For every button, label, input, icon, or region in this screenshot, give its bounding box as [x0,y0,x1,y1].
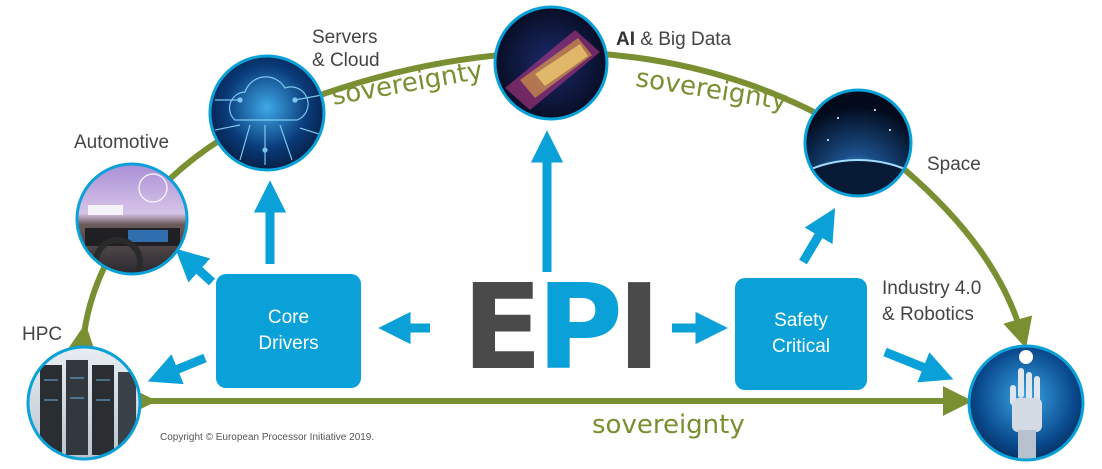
cloud-circuit-icon [208,54,326,172]
safety-critical-line1: Safety [774,310,828,331]
server-rack-icon [26,345,142,461]
label-ai-big-data: AI & Big Data [616,28,731,51]
arrow-core-to-automotive [175,248,216,286]
label-industry: Industry 4.0 & Robotics [882,277,981,326]
copyright-text: Copyright © European Processor Initiativ… [160,432,375,443]
label-servers-cloud: Servers & Cloud [312,26,380,72]
label-servers-line1: Servers [312,27,378,48]
car-cockpit-icon [75,162,189,276]
data-pyramid-icon [493,5,609,121]
sovereignty-label-bottom: sovereignty [592,410,745,440]
epi-logo: EPI [462,268,661,386]
robot-hand-icon [967,344,1085,462]
label-automotive: Automotive [74,132,170,153]
arrow-safety-to-industry [883,347,954,383]
label-industry-line1: Industry 4.0 [882,278,982,299]
safety-critical-box: Safety Critical [735,278,867,390]
arrow-safety-to-space [799,207,836,265]
logo-letter-e: E [462,258,543,396]
label-industry-line2: & Robotics [882,304,974,325]
label-ai-rest: & Big Data [635,29,732,50]
label-space: Space [927,154,981,175]
core-drivers-box: Core Drivers [216,274,361,388]
core-drivers-line2: Drivers [258,333,319,354]
core-drivers-line1: Core [267,307,310,328]
logo-letter-p: P [536,258,624,396]
label-ai-strong: AI [616,29,635,50]
arrow-core-to-hpc [147,353,207,385]
logo-letter-i: I [617,258,661,396]
label-servers-line2: & Cloud [312,50,380,71]
label-hpc: HPC [22,324,63,345]
safety-critical-line2: Critical [771,336,831,357]
